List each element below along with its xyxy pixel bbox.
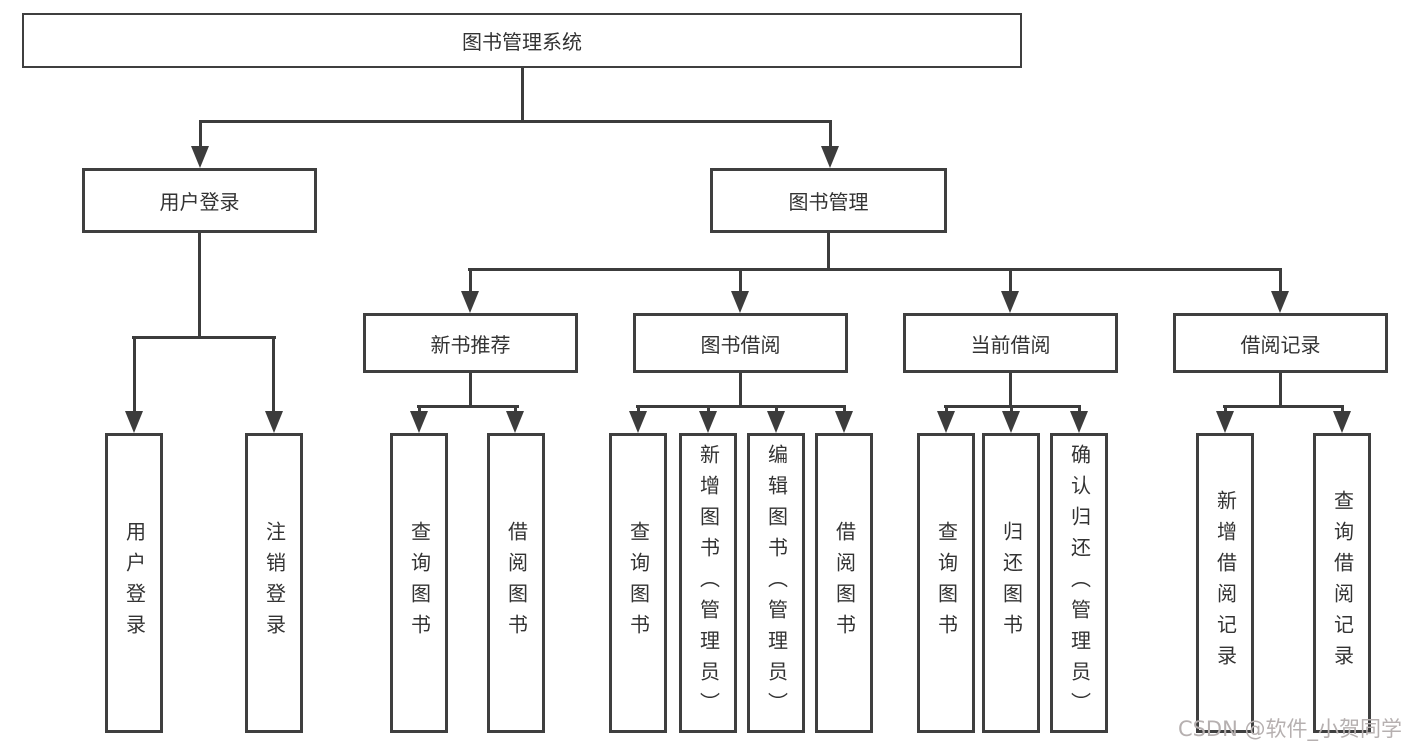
edge-mgmt-drop — [1009, 268, 1012, 294]
edge-current-drop — [945, 405, 948, 414]
arrowhead-down-icon — [1001, 291, 1019, 313]
arrowhead-down-icon — [1070, 411, 1088, 433]
leaf-label: 新增借阅记录 — [1213, 490, 1238, 676]
node-label: 当前借阅 — [970, 332, 1051, 357]
leaf-records-query-record: 查询借阅记录 — [1313, 433, 1371, 733]
edge-records-bar — [1223, 405, 1344, 408]
arrowhead-down-icon — [191, 146, 209, 168]
leaf-records-add-record: 新增借阅记录 — [1196, 433, 1254, 733]
leaf-newbook-query-books: 查询图书 — [390, 433, 448, 733]
edge-newbook-drop — [514, 405, 517, 414]
node-current-borrowing: 当前借阅 — [903, 313, 1118, 373]
node-book-management: 图书管理 — [710, 168, 947, 233]
edge-newbook-bar — [417, 405, 519, 408]
edge-records-trunk — [1279, 373, 1282, 408]
edge-records-drop — [1224, 405, 1227, 414]
node-new-book-recommend: 新书推荐 — [363, 313, 578, 373]
leaf-label: 注销登录 — [262, 521, 287, 645]
leaf-current-confirm-return-admin: 确认归还（管理员） — [1050, 433, 1108, 733]
edge-borrow-drop — [707, 405, 710, 414]
node-user-login: 用户登录 — [82, 168, 317, 233]
edge-login-drop — [133, 336, 136, 413]
arrowhead-down-icon — [1216, 411, 1234, 433]
arrowhead-down-icon — [461, 291, 479, 313]
node-borrowing-records: 借阅记录 — [1173, 313, 1388, 373]
edge-current-drop — [1078, 405, 1081, 414]
arrowhead-down-icon — [1271, 291, 1289, 313]
leaf-borrow-edit-books-admin: 编辑图书（管理员） — [747, 433, 805, 733]
arrowhead-down-icon — [1002, 411, 1020, 433]
edge-login-bar — [132, 336, 276, 339]
node-library-system: 图书管理系统 — [22, 13, 1022, 68]
edge-current-drop — [1010, 405, 1013, 414]
leaf-label: 借阅图书 — [832, 521, 857, 645]
csdn-watermark: CSDN @软件_小贺同学 — [1177, 717, 1402, 741]
edge-borrow-trunk — [739, 373, 742, 408]
edge-newbook-drop — [418, 405, 421, 414]
leaf-label: 新增图书（管理员） — [696, 443, 721, 723]
edge-mgmt-drop — [1279, 268, 1282, 294]
leaf-label: 归还图书 — [999, 521, 1024, 645]
edge-login-trunk — [198, 233, 201, 338]
leaf-label: 查询借阅记录 — [1330, 490, 1355, 676]
edge-mgmt-drop — [469, 268, 472, 294]
node-label: 图书管理 — [788, 190, 869, 214]
node-label: 用户登录 — [159, 190, 240, 214]
arrowhead-down-icon — [125, 411, 143, 433]
edge-current-trunk — [1009, 373, 1012, 408]
leaf-label: 查询图书 — [626, 521, 651, 645]
leaf-user-login: 用户登录 — [105, 433, 163, 733]
edge-root-bar — [199, 120, 832, 123]
leaf-borrow-query-books: 查询图书 — [609, 433, 667, 733]
node-label: 借阅记录 — [1240, 332, 1321, 357]
edge-root-drop-left — [199, 120, 202, 148]
leaf-label: 确认归还（管理员） — [1067, 443, 1092, 723]
leaf-current-query-books: 查询图书 — [917, 433, 975, 733]
arrowhead-down-icon — [265, 411, 283, 433]
edge-login-drop — [272, 336, 275, 413]
leaf-logout-login: 注销登录 — [245, 433, 303, 733]
edge-root-trunk — [521, 68, 524, 122]
node-label: 新书推荐 — [430, 332, 511, 357]
arrowhead-down-icon — [731, 291, 749, 313]
leaf-label: 借阅图书 — [504, 521, 529, 645]
edge-records-drop — [1341, 405, 1344, 414]
arrowhead-down-icon — [1333, 411, 1351, 433]
arrowhead-down-icon — [506, 411, 524, 433]
arrowhead-down-icon — [821, 146, 839, 168]
leaf-label: 编辑图书（管理员） — [764, 443, 789, 723]
edge-mgmt-trunk — [827, 233, 830, 271]
arrowhead-down-icon — [767, 411, 785, 433]
edge-borrow-drop — [637, 405, 640, 414]
edge-borrow-drop — [775, 405, 778, 414]
leaf-label: 查询图书 — [934, 521, 959, 645]
edge-newbook-trunk — [469, 373, 472, 408]
edge-root-drop-right — [829, 120, 832, 148]
edge-mgmt-bar — [468, 268, 1282, 271]
node-label: 图书管理系统 — [462, 30, 582, 54]
leaf-borrow-add-books-admin: 新增图书（管理员） — [679, 433, 737, 733]
node-label: 图书借阅 — [700, 332, 781, 357]
edge-borrow-bar — [636, 405, 846, 408]
edge-mgmt-drop — [739, 268, 742, 294]
leaf-newbook-borrow-books: 借阅图书 — [487, 433, 545, 733]
node-book-borrowing: 图书借阅 — [633, 313, 848, 373]
arrowhead-down-icon — [410, 411, 428, 433]
arrowhead-down-icon — [937, 411, 955, 433]
arrowhead-down-icon — [629, 411, 647, 433]
leaf-label: 用户登录 — [122, 521, 147, 645]
arrowhead-down-icon — [699, 411, 717, 433]
arrowhead-down-icon — [835, 411, 853, 433]
edge-borrow-drop — [843, 405, 846, 414]
leaf-borrow-borrow-books: 借阅图书 — [815, 433, 873, 733]
leaf-label: 查询图书 — [407, 521, 432, 645]
leaf-current-return-books: 归还图书 — [982, 433, 1040, 733]
